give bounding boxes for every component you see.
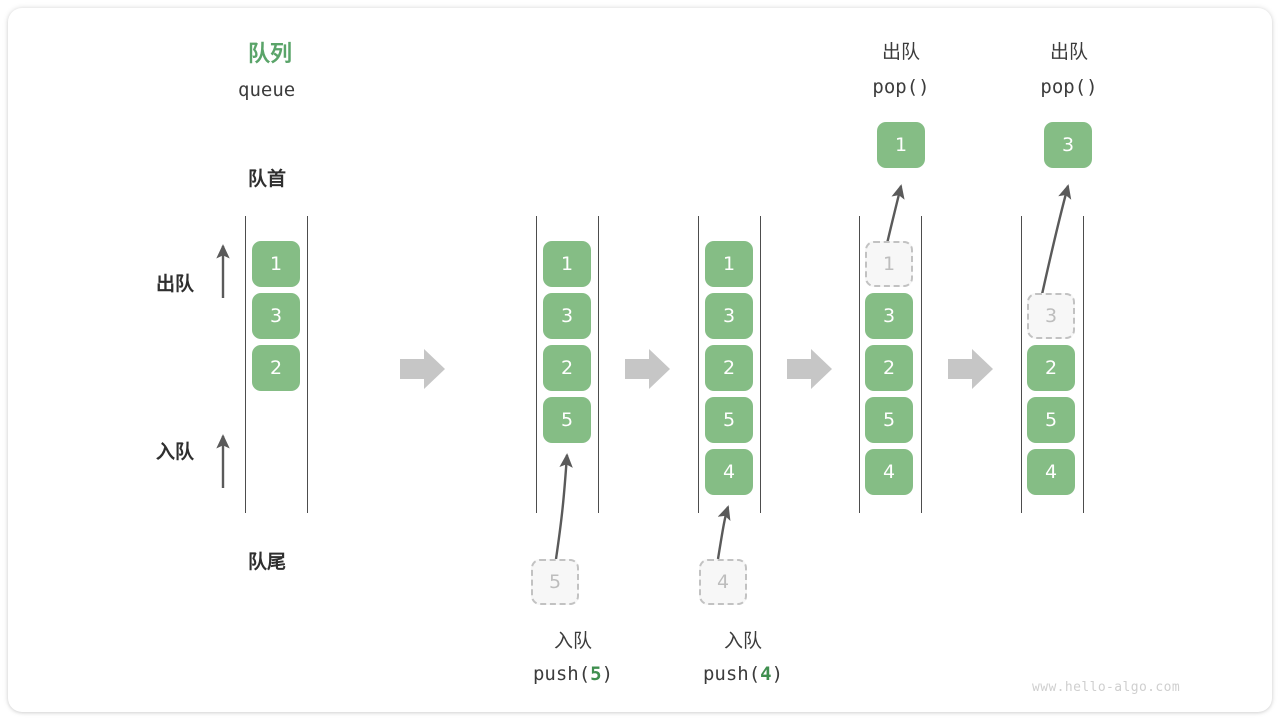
rail-left <box>245 216 246 513</box>
rail-left <box>698 216 699 513</box>
transition-arrow-4 <box>948 349 993 389</box>
queue-cell: 2 <box>543 345 591 391</box>
diagram-card: 队列 queue 队首 队尾 出队 入队 1 3 2 1 3 2 5 5 入队 … <box>8 8 1272 712</box>
rail-right <box>760 216 761 513</box>
rail-right <box>307 216 308 513</box>
queue-cell: 1 <box>543 241 591 287</box>
pop-3-arrow <box>1037 184 1072 309</box>
queue-title-cn: 队列 <box>248 42 293 67</box>
rail-right <box>921 216 922 513</box>
transition-arrow-1 <box>400 349 445 389</box>
push-code-prefix: push( <box>702 663 761 685</box>
push-source-cell: 5 <box>531 559 579 605</box>
queue-cell: 3 <box>705 293 753 339</box>
queue-cell: 2 <box>1027 345 1075 391</box>
queue-cell: 1 <box>865 241 913 287</box>
pop-header-cn: 出队 <box>1049 41 1088 63</box>
queue-cell: 2 <box>705 345 753 391</box>
push-caption-code: push(5) <box>503 663 643 685</box>
diagram-stage: 队列 queue 队首 队尾 出队 入队 1 3 2 1 3 2 5 5 入队 … <box>8 8 1272 712</box>
pop-header-cn: 出队 <box>881 41 920 63</box>
push-caption-code: push(4) <box>673 663 813 685</box>
push-5-arrow <box>554 453 573 560</box>
pop-output-cell: 3 <box>1044 122 1092 168</box>
queue-cell: 3 <box>865 293 913 339</box>
queue-cell: 2 <box>252 345 300 391</box>
push-4-arrow <box>716 505 731 560</box>
push-code-prefix: push( <box>532 663 591 685</box>
queue-title-en: queue <box>238 79 296 101</box>
queue-cell: 5 <box>865 397 913 443</box>
transition-arrow-2 <box>625 349 670 389</box>
dequeue-label: 出队 <box>156 273 195 295</box>
queue-cell: 5 <box>705 397 753 443</box>
rail-right <box>598 216 599 513</box>
rail-left <box>1021 216 1022 513</box>
push-code-value: 4 <box>760 663 772 685</box>
push-caption-cn: 入队 <box>723 630 762 652</box>
queue-cell: 4 <box>1027 449 1075 495</box>
queue-cell: 1 <box>252 241 300 287</box>
push-code-value: 5 <box>590 663 602 685</box>
push-code-suffix: ) <box>601 663 614 685</box>
enqueue-label: 入队 <box>156 441 195 463</box>
queue-cell: 3 <box>543 293 591 339</box>
pop-output-cell: 1 <box>877 122 925 168</box>
push-caption-cn: 入队 <box>553 630 592 652</box>
push-code-suffix: ) <box>771 663 784 685</box>
queue-cell: 5 <box>543 397 591 443</box>
queue-cell: 4 <box>705 449 753 495</box>
queue-cell: 1 <box>705 241 753 287</box>
queue-cell: 3 <box>252 293 300 339</box>
queue-cell: 4 <box>865 449 913 495</box>
transition-arrow-3 <box>787 349 832 389</box>
rail-left <box>536 216 537 513</box>
rail-right <box>1083 216 1084 513</box>
pop-header-code: pop() <box>872 76 930 98</box>
pop-header-code: pop() <box>1040 76 1098 98</box>
rear-label: 队尾 <box>248 551 287 573</box>
queue-cell: 3 <box>1027 293 1075 339</box>
push-source-cell: 4 <box>699 559 747 605</box>
queue-cell: 5 <box>1027 397 1075 443</box>
front-label: 队首 <box>248 168 287 190</box>
watermark: www.hello-algo.com <box>1032 680 1181 695</box>
queue-cell: 2 <box>865 345 913 391</box>
rail-left <box>859 216 860 513</box>
